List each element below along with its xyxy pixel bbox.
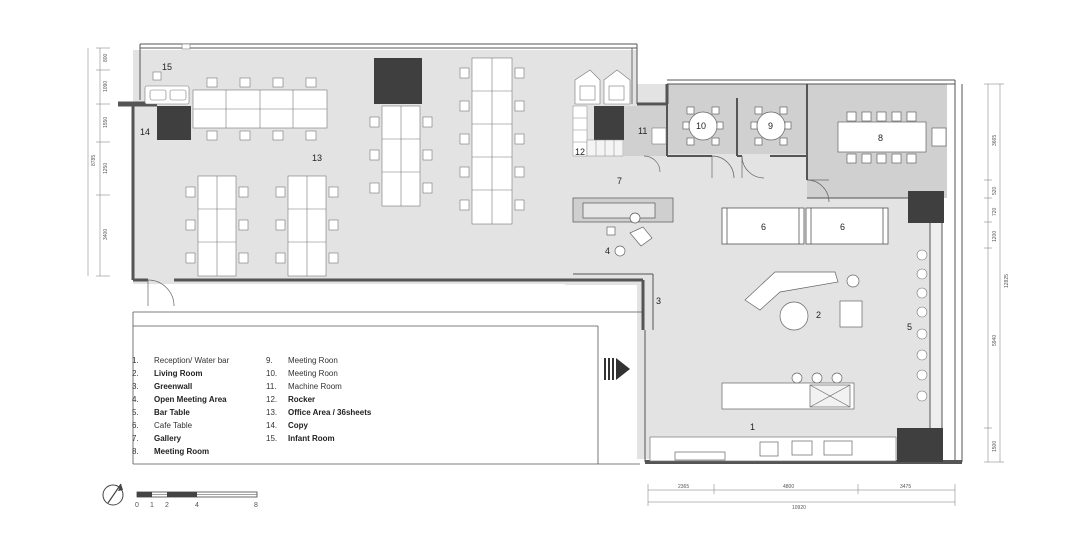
dim-left-3: 1550 [103, 117, 109, 128]
room-label-6b: 6 [840, 222, 845, 232]
column-bottom-right [897, 428, 943, 462]
room-label-2: 2 [816, 310, 821, 320]
room-label-13: 13 [312, 153, 322, 163]
dim-right-2: 520 [992, 186, 998, 195]
dim-right-1: 3665 [992, 135, 998, 146]
room-label-12: 12 [575, 147, 585, 157]
lounge-chairs [574, 69, 631, 105]
dim-left-2: 1090 [103, 81, 109, 92]
dimension-text-right: 3665 520 720 1200 12825 5940 1500 [992, 135, 1010, 452]
dim-bottom-1: 2365 [678, 484, 689, 490]
reception-bar [649, 372, 897, 462]
north-arrow-icon [102, 483, 124, 506]
room-label-6a: 6 [761, 222, 766, 232]
room-label-11: 11 [638, 126, 647, 136]
gallery-counter [572, 197, 674, 224]
room-label-8: 8 [878, 133, 883, 143]
office-desks [192, 57, 513, 277]
column-top [374, 58, 422, 104]
column-left [157, 106, 191, 140]
room-label-4: 4 [605, 246, 610, 256]
machine-room-fixture [651, 127, 667, 145]
scale-tick-8: 8 [254, 502, 258, 509]
dimension-text-bottom: 2365 4800 3475 10920 [678, 484, 911, 511]
dimensions-left [87, 47, 110, 277]
walls [118, 43, 963, 465]
living-room [744, 271, 863, 331]
column-right [908, 191, 944, 223]
structural-blocks [157, 58, 944, 462]
right-strip-floor [930, 222, 942, 428]
bar-stools [916, 249, 928, 402]
office-chairs [185, 67, 525, 264]
cafe-tables [721, 207, 889, 245]
column-center [594, 106, 624, 140]
scale-tick-4: 4 [195, 502, 199, 509]
meeting-room-9-table [750, 106, 792, 146]
dimension-text-left: 800 1090 1550 8785 1250 3400 [91, 53, 109, 240]
open-meeting-area [606, 226, 653, 257]
dimensions-right [984, 83, 1004, 463]
doors [147, 155, 830, 307]
dim-right-3: 720 [992, 207, 998, 216]
dimensions-bottom [647, 484, 956, 506]
room-labels: 1 2 3 4 5 6 6 7 8 9 10 11 12 13 14 15 [140, 62, 912, 432]
infant-room-furniture [144, 43, 191, 105]
entrance-arrow-icon [604, 358, 630, 380]
lockers [572, 105, 624, 157]
dim-right-6: 5940 [992, 335, 998, 346]
dim-bottom-2: 4800 [783, 484, 794, 490]
room-label-15: 15 [162, 62, 172, 72]
meeting-room-10-table [682, 106, 724, 146]
room-label-14: 14 [140, 127, 150, 137]
meeting-room-8-table [837, 111, 947, 164]
dim-left-1: 800 [103, 53, 109, 62]
room-label-7: 7 [617, 176, 622, 186]
room-label-1: 1 [750, 422, 755, 432]
dim-left-6: 3400 [103, 229, 109, 240]
scale-tick-0: 0 [135, 502, 139, 509]
room-label-9: 9 [768, 121, 773, 131]
room-label-5: 5 [907, 322, 912, 332]
dim-left-4: 8785 [91, 155, 97, 166]
scale-bar: 0 1 2 4 8 [135, 491, 258, 509]
dim-bottom-3: 3475 [900, 484, 911, 490]
dim-bottom-4: 10920 [792, 505, 806, 511]
dim-right-4: 1200 [992, 231, 998, 242]
scale-tick-1: 1 [150, 502, 154, 509]
dim-right-7: 1500 [992, 441, 998, 452]
room-label-3: 3 [656, 296, 661, 306]
scale-tick-2: 2 [165, 502, 169, 509]
dim-right-5: 12825 [1004, 274, 1010, 288]
dim-left-5: 1250 [103, 163, 109, 174]
room-label-10: 10 [696, 121, 706, 131]
